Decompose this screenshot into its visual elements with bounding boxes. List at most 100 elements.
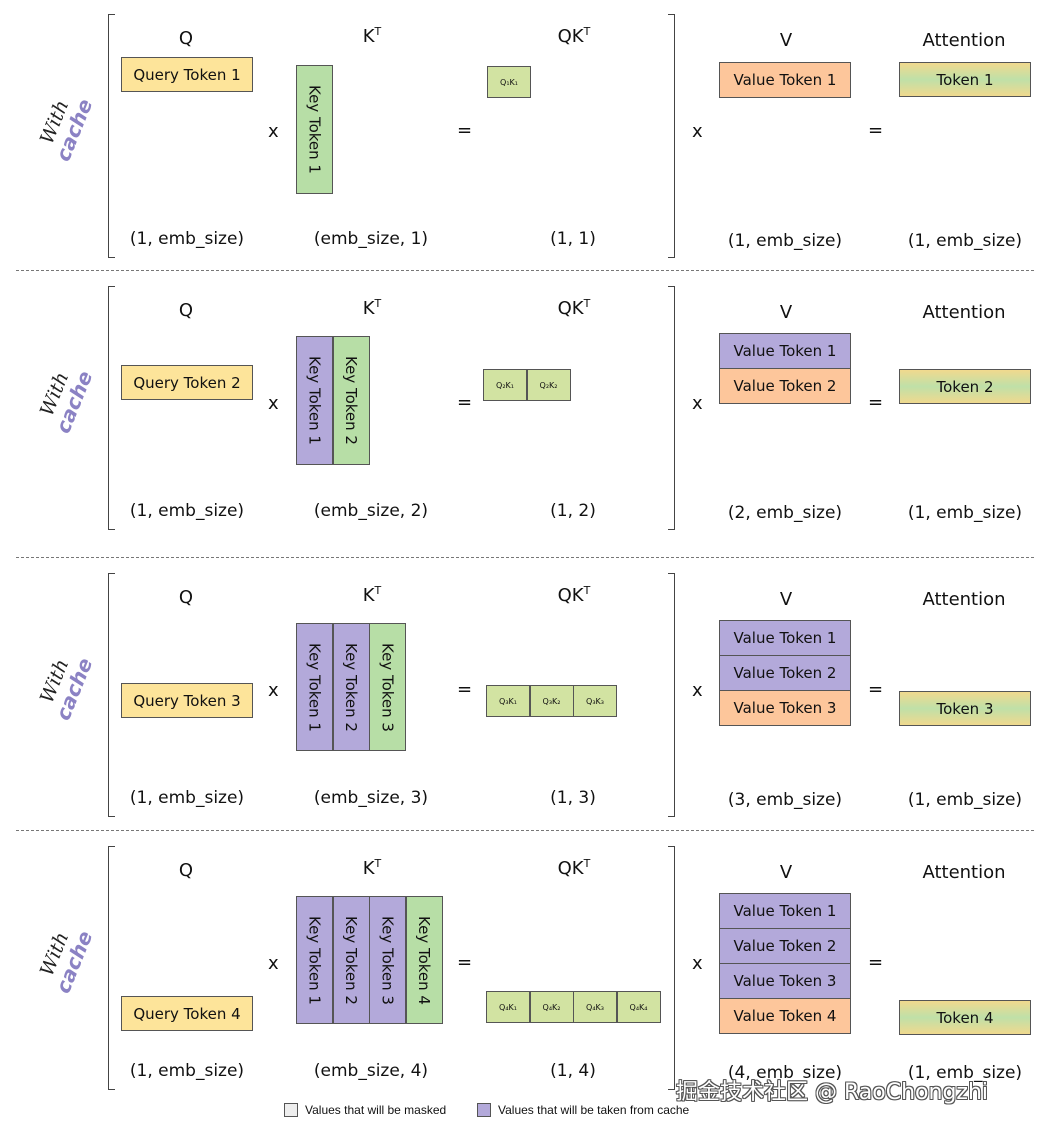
qk-cell-3: Q₄K₃ [573,991,617,1023]
times-op: x [268,393,279,414]
q-dim: (1, emb_size) [129,229,245,249]
query-token: Query Token 1 [121,57,253,92]
v-dim: (1, emb_size) [727,231,843,251]
attention-dim: (1, emb_size) [907,231,1023,251]
right-bracket [668,286,675,530]
left-bracket [108,14,115,258]
v-dim: (3, emb_size) [727,790,843,810]
k-dim: (emb_size, 1) [313,229,429,249]
k-header: KT [312,298,432,319]
value-token-2: Value Token 2 [719,368,851,404]
panel-divider-2 [16,557,1034,558]
value-token-1: Value Token 1 [719,620,851,656]
q-header: Q [178,300,194,321]
legend-cached-text: Values that will be taken from cache [498,1103,690,1117]
q-dim: (1, emb_size) [129,501,245,521]
equals-op: = [457,952,473,973]
equals-op: = [868,392,884,413]
attention-token: Token 3 [899,691,1031,726]
q-header: Q [178,28,194,49]
qk-header-base: QK [557,298,584,319]
equals-op: = [868,120,884,141]
times-op: x [268,953,279,974]
qk-header-base: QK [557,26,584,47]
attention-header: Attention [922,302,1006,323]
q-dim: (1, emb_size) [129,788,245,808]
times-op: x [692,953,703,974]
times-op: x [692,680,703,701]
panel-divider-3 [16,830,1034,831]
times-op: x [268,680,279,701]
k-header-base: K [362,858,375,879]
k-header: KT [312,858,432,879]
qk-cell-1: Q₂K₁ [483,369,527,401]
legend-masked: Values that will be masked [284,1103,446,1117]
q-dim: (1, emb_size) [129,1061,245,1081]
right-bracket [668,14,675,258]
key-token-3: Key Token 3 [369,623,406,751]
times-op: x [268,121,279,142]
left-bracket [108,573,115,817]
key-token-3: Key Token 3 [369,896,406,1024]
qk-header-sup: T [583,297,591,310]
qk-dim: (1, 4) [550,1061,596,1081]
attention-dim: (1, emb_size) [907,503,1023,523]
qk-dim: (1, 3) [550,788,596,808]
times-op: x [692,393,703,414]
attention-token: Token 1 [899,62,1031,97]
qk-header: QKT [514,858,634,879]
k-header-sup: T [374,297,382,310]
q-header: Q [178,860,194,881]
key-token-1: Key Token 1 [296,896,333,1024]
qk-header-sup: T [583,857,591,870]
attention-dim: (1, emb_size) [907,1063,1023,1083]
k-header-base: K [362,26,375,47]
cached-swatch [477,1103,491,1117]
qk-cell-1: Q₃K₁ [486,685,530,717]
qk-cell-1: Q₁K₁ [487,66,531,98]
k-header-sup: T [374,857,382,870]
k-header-base: K [362,298,375,319]
v-dim: (2, emb_size) [727,503,843,523]
v-header: V [779,862,793,883]
masked-swatch [284,1103,298,1117]
v-header: V [779,302,793,323]
attention-dim: (1, emb_size) [907,790,1023,810]
value-token-1: Value Token 1 [719,333,851,369]
attention-token: Token 4 [899,1000,1031,1035]
value-token-3: Value Token 3 [719,963,851,999]
k-header: KT [312,585,432,606]
equals-op: = [457,120,473,141]
qk-cell-4: Q₄K₄ [616,991,661,1023]
k-dim: (emb_size, 4) [313,1061,429,1081]
attention-token: Token 2 [899,369,1031,404]
value-token-1: Value Token 1 [719,893,851,929]
qk-header: QKT [514,585,634,606]
k-header-sup: T [374,584,382,597]
equals-op: = [868,679,884,700]
k-header-base: K [362,585,375,606]
panel-divider-1 [16,270,1034,271]
equals-op: = [457,392,473,413]
k-header: KT [312,26,432,47]
k-dim: (emb_size, 3) [313,788,429,808]
left-bracket [108,846,115,1090]
legend-cached: Values that will be taken from cache [477,1103,689,1117]
value-token-2: Value Token 2 [719,655,851,691]
v-header: V [779,589,793,610]
query-token: Query Token 4 [121,996,253,1031]
k-header-sup: T [374,25,382,38]
value-token-2: Value Token 2 [719,928,851,964]
attention-header: Attention [922,589,1006,610]
query-token: Query Token 3 [121,683,253,718]
qk-cell-3: Q₃K₃ [573,685,617,717]
attention-header: Attention [922,862,1006,883]
value-token-1: Value Token 1 [719,62,851,98]
right-bracket [668,573,675,817]
key-token-1: Key Token 1 [296,623,333,751]
q-header: Q [178,587,194,608]
key-token-1: Key Token 1 [296,65,333,194]
